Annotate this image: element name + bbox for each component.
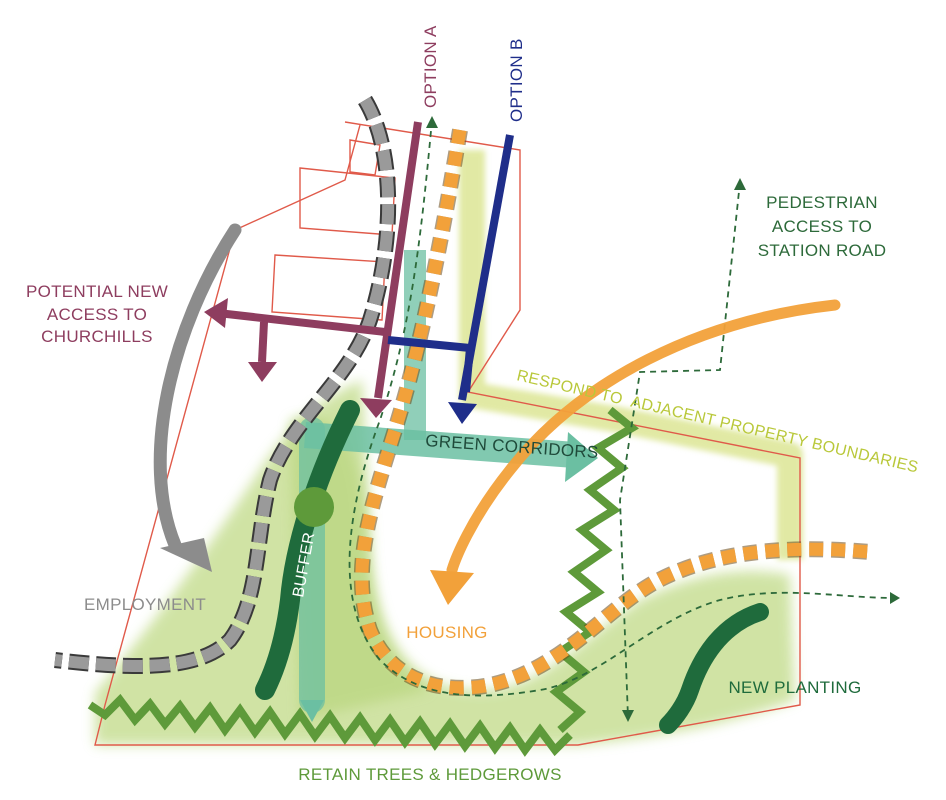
pedestrian-arrowheads <box>426 116 900 722</box>
employment-label: EMPLOYMENT <box>84 595 206 614</box>
new-planting-label: NEW PLANTING <box>728 678 861 697</box>
pedestrian-access-label: PEDESTRIAN ACCESS TO STATION ROAD <box>758 193 887 260</box>
employment-edge <box>54 95 397 674</box>
pedestrian-label-line-3: STATION ROAD <box>758 241 887 260</box>
option-b-arrow <box>387 134 514 424</box>
housing-label: HOUSING <box>406 623 487 642</box>
buffer-planting-strip <box>255 400 360 700</box>
access-arrows-churchills <box>204 298 386 382</box>
option-b-label: OPTION B <box>507 38 526 122</box>
employment-sweep-arrow <box>153 223 242 572</box>
new-planting-strip <box>659 603 769 734</box>
hedgerow-bottom <box>87 693 573 757</box>
option-a-arrow <box>360 121 422 418</box>
pedestrian-label-line-2: ACCESS TO <box>772 217 872 236</box>
housing-sweep-arrow <box>430 299 841 605</box>
pedestrian-routes <box>348 119 896 719</box>
access-label-line-3: CHURCHILLS <box>41 327 153 346</box>
housing-edge <box>353 128 871 696</box>
access-churchills-label: POTENTIAL NEW ACCESS TO CHURCHILLS <box>26 282 168 346</box>
pedestrian-label-line-1: PEDESTRIAN <box>766 193 878 212</box>
access-label-line-2: ACCESS TO <box>47 305 147 324</box>
access-label-line-1: POTENTIAL NEW <box>26 282 168 301</box>
option-a-label: OPTION A <box>421 25 440 108</box>
retain-trees-label: RETAIN TREES & HEDGEROWS <box>298 765 562 784</box>
